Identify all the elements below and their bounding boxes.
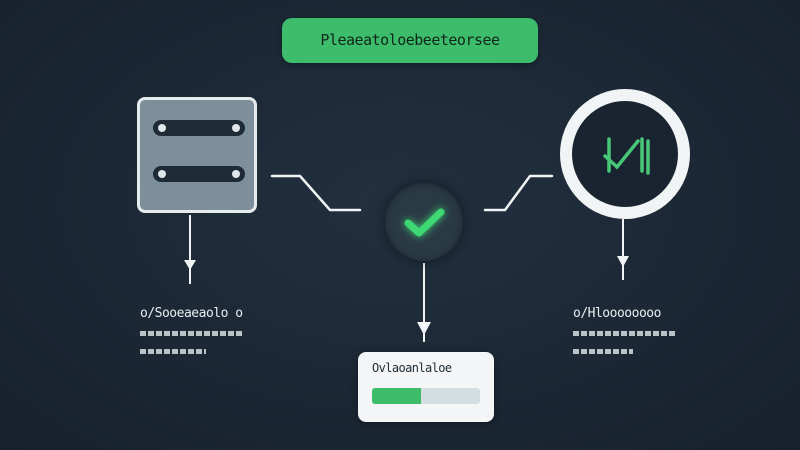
server-led — [232, 124, 240, 132]
check-glyph-icon — [603, 137, 650, 175]
arrow-server-down — [184, 260, 196, 270]
right-node-sublabel — [573, 331, 675, 336]
arrow-hub-down — [417, 322, 431, 335]
left-node-sublabel-2 — [140, 349, 206, 354]
server-led — [158, 124, 166, 132]
left-node-label: o/Sooeaeaolo o — [140, 306, 243, 321]
server-led — [232, 170, 240, 178]
status-card: Ovlaoanlaloe — [358, 352, 494, 422]
right-node-label: o/Hloooooooo — [573, 306, 661, 321]
right-node-sublabel-2 — [573, 349, 633, 354]
connector-left-to-hub — [270, 174, 362, 212]
connector-hub-to-right — [483, 174, 554, 212]
check-mark-ring-icon — [560, 89, 690, 219]
server-led — [158, 170, 166, 178]
server-icon — [137, 97, 257, 213]
check-icon — [404, 208, 445, 237]
server-slot — [153, 166, 245, 182]
status-title: Ovlaoanlaloe — [372, 361, 452, 375]
hub-node — [385, 183, 463, 261]
progress-bar — [372, 388, 480, 404]
page-title: Pleaeatoloebeeteorsee — [282, 18, 538, 63]
left-node-sublabel — [140, 331, 244, 336]
server-slot — [153, 120, 245, 136]
progress-fill — [372, 388, 421, 404]
arrow-ring-down — [617, 256, 629, 267]
